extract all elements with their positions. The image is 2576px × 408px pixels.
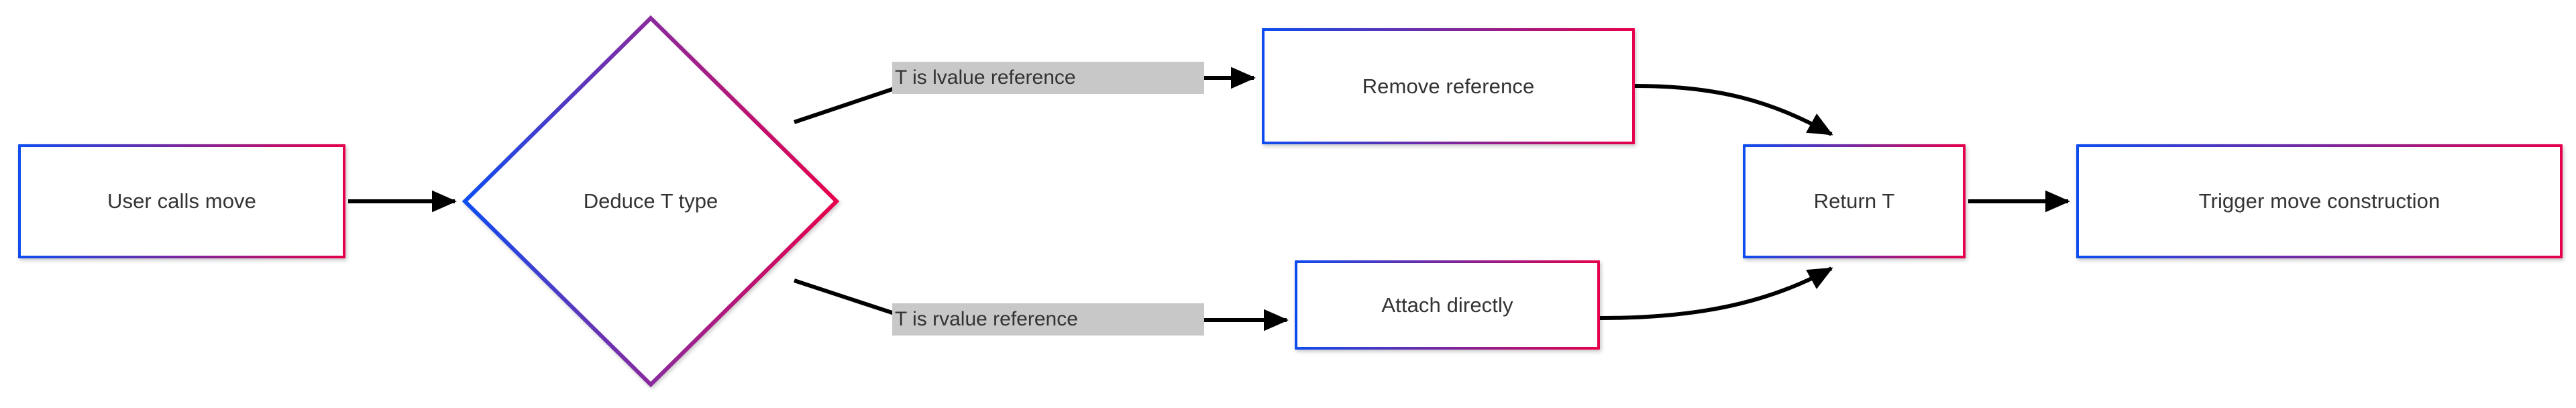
node-user-calls-move[interactable]: User calls move xyxy=(18,144,345,258)
edge-attach-directly-to-return-t xyxy=(1599,266,1833,320)
edge-label-lvalue-text: T is lvalue reference xyxy=(895,66,1076,89)
edge-label-lvalue: T is lvalue reference xyxy=(892,62,1204,94)
edge-label-rvalue: T is rvalue reference xyxy=(892,303,1204,336)
node-user-calls-move-label: User calls move xyxy=(107,189,256,213)
node-attach-directly-label: Attach directly xyxy=(1381,293,1513,317)
node-remove-reference[interactable]: Remove reference xyxy=(1262,28,1635,144)
node-remove-reference-label: Remove reference xyxy=(1362,74,1535,98)
node-deduce-t-type-label: Deduce T type xyxy=(583,189,718,213)
node-return-t-label: Return T xyxy=(1813,189,1895,213)
node-deduce-t-type[interactable]: Deduce T type xyxy=(462,15,840,388)
node-return-t[interactable]: Return T xyxy=(1743,144,1966,258)
node-attach-directly[interactable]: Attach directly xyxy=(1295,260,1600,350)
edge-remove-reference-to-return-t xyxy=(1634,84,1833,136)
node-trigger-move-construction[interactable]: Trigger move construction xyxy=(2076,144,2563,258)
node-trigger-move-construction-label: Trigger move construction xyxy=(2198,189,2440,213)
diamond-shape xyxy=(462,15,840,388)
edge-label-rvalue-text: T is rvalue reference xyxy=(895,308,1078,330)
